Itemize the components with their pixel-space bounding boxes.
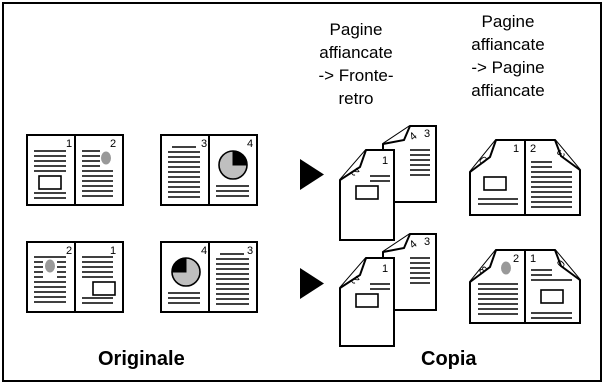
copy-duplex-row2 bbox=[339, 233, 437, 347]
text-lines-icon bbox=[478, 283, 518, 315]
page-number: 1 bbox=[110, 245, 116, 257]
picture-box-icon bbox=[355, 293, 379, 308]
text-lines-icon bbox=[478, 198, 518, 205]
text-lines-icon bbox=[410, 149, 430, 176]
picture-box-icon bbox=[355, 185, 379, 200]
copy-duplex-row1 bbox=[339, 125, 437, 241]
original-b-row2 bbox=[160, 241, 258, 313]
text-lines-icon bbox=[531, 269, 572, 319]
person-icon bbox=[501, 261, 511, 275]
arrow-right-icon bbox=[300, 159, 324, 190]
original-b-row1 bbox=[160, 134, 258, 206]
pie-chart-icon bbox=[218, 150, 248, 180]
label-originale: Originale bbox=[98, 348, 185, 370]
page-number: 1 bbox=[513, 143, 519, 155]
text-lines-icon bbox=[410, 257, 430, 284]
text-lines-icon bbox=[531, 161, 572, 208]
person-icon bbox=[100, 150, 114, 170]
original-a-row1 bbox=[26, 134, 124, 206]
page-number: 4 bbox=[201, 245, 207, 257]
page-number: 3 bbox=[424, 128, 430, 140]
text-lines-icon bbox=[168, 146, 249, 198]
pie-chart-icon bbox=[171, 257, 201, 287]
page-number: 1 bbox=[382, 263, 388, 275]
label-copia: Copia bbox=[421, 348, 477, 370]
text-lines-icon bbox=[370, 175, 390, 182]
page-number: 2 bbox=[513, 253, 519, 265]
page-number: 2 bbox=[530, 143, 536, 155]
person-icon bbox=[43, 258, 57, 278]
page-number: 3 bbox=[424, 236, 430, 248]
text-lines-icon bbox=[168, 253, 249, 305]
text-lines-icon bbox=[34, 150, 113, 199]
picture-box-icon bbox=[92, 281, 116, 296]
page-number: 2 bbox=[110, 138, 116, 150]
page-number: 2 bbox=[66, 245, 72, 257]
picture-box-icon bbox=[38, 175, 62, 190]
picture-box-icon bbox=[483, 176, 507, 191]
header-booklet: Pagine affiancate -> Pagine affiancate bbox=[471, 12, 545, 100]
page-number: 3 bbox=[247, 245, 253, 257]
copy-booklet-row1 bbox=[469, 139, 581, 216]
copy-booklet-row2 bbox=[469, 249, 581, 324]
page-number: 3 bbox=[201, 138, 207, 150]
text-lines-icon bbox=[370, 283, 390, 290]
original-a-row2 bbox=[26, 241, 124, 313]
diagram-frame bbox=[2, 2, 602, 382]
page-number: 1 bbox=[66, 138, 72, 150]
header-duplex: Pagine affiancate -> Fronte- retro bbox=[318, 20, 394, 108]
page-number: 4 bbox=[247, 138, 253, 150]
page-number: 1 bbox=[382, 155, 388, 167]
arrow-right-icon bbox=[300, 268, 324, 299]
page-number: 1 bbox=[530, 253, 536, 265]
picture-box-icon bbox=[540, 289, 564, 304]
